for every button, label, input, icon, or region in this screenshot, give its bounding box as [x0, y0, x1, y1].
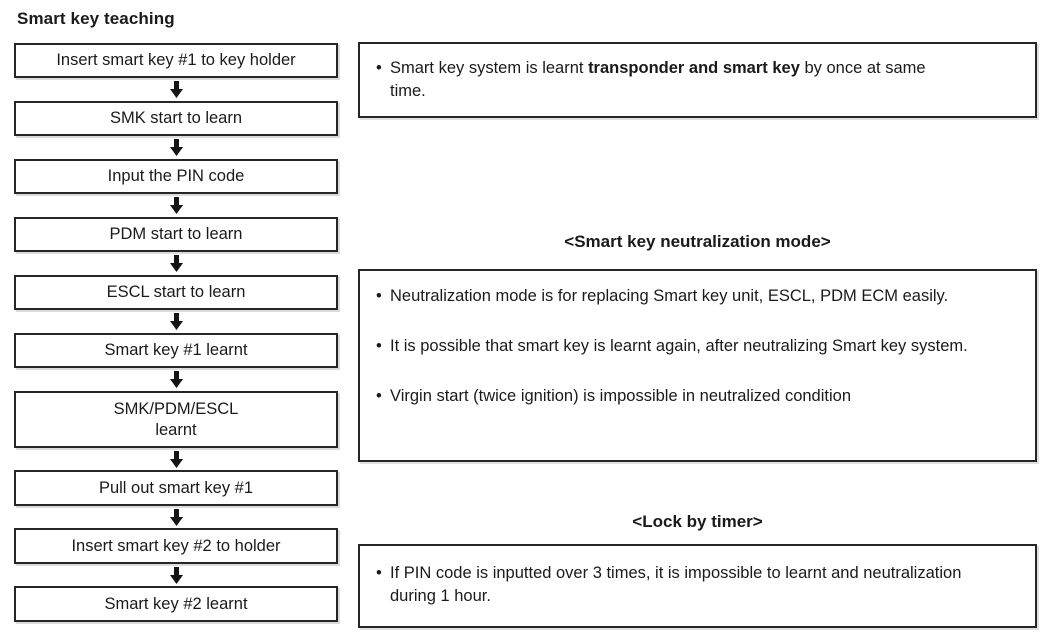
note-bullet: • Virgin start (twice ignition) is impos… — [376, 385, 1019, 408]
bullet-icon: • — [376, 387, 382, 405]
bullet-icon: • — [376, 337, 382, 355]
down-arrow-icon — [169, 566, 183, 584]
note-text: Smart key system is learnt transponder a… — [390, 59, 926, 100]
flow-step-label: Smart key #1 learnt — [104, 341, 248, 360]
flow-connector — [14, 310, 338, 333]
note-bullet: • Smart key system is learnt transponder… — [376, 57, 1019, 103]
note-text: Virgin start (twice ignition) is impossi… — [390, 387, 851, 405]
flow-step-label: ESCL start to learn — [106, 283, 246, 302]
flow-step-label: Insert smart key #2 to holder — [71, 536, 281, 555]
flow-step-label: Smart key #2 learnt — [104, 594, 248, 613]
down-arrow-icon — [169, 197, 183, 214]
flow-step: Smart key #1 learnt — [14, 333, 338, 368]
note-text-bold: transponder and smart key — [588, 59, 800, 77]
down-arrow-icon — [169, 508, 183, 526]
flow-step: Input the PIN code — [14, 159, 338, 194]
flow-connector — [14, 194, 338, 217]
note-bullet: • It is possible that smart key is learn… — [376, 335, 1019, 358]
flow-step: Insert smart key #1 to key holder — [14, 43, 338, 78]
note-bullet: • Neutralization mode is for replacing S… — [376, 285, 1019, 308]
flow-step-label: Input the PIN code — [107, 167, 245, 186]
flow-step-label: SMK/PDM/ESCL learnt — [113, 400, 239, 439]
flow-step: PDM start to learn — [14, 217, 338, 252]
page-title: Smart key teaching — [17, 9, 175, 28]
flow-step-label: PDM start to learn — [109, 225, 243, 244]
note-box-neutralization: • Neutralization mode is for replacing S… — [358, 269, 1037, 462]
flow-connector — [14, 564, 338, 586]
flow-connector — [14, 368, 338, 391]
down-arrow-icon — [169, 81, 183, 98]
down-arrow-icon — [169, 313, 183, 330]
section-heading-neutralization: <Smart key neutralization mode> — [564, 232, 831, 251]
bullet-icon: • — [376, 287, 382, 305]
note-box-smart-key-learnt: • Smart key system is learnt transponder… — [358, 42, 1037, 118]
note-box-lock-by-timer: • If PIN code is inputted over 3 times, … — [358, 544, 1037, 628]
flow-step: SMK/PDM/ESCL learnt — [14, 391, 338, 448]
note-text: It is possible that smart key is learnt … — [390, 337, 968, 355]
section-heading-lock-by-timer: <Lock by timer> — [632, 512, 763, 531]
note-text: Neutralization mode is for replacing Sma… — [390, 287, 949, 305]
bullet-icon: • — [376, 59, 382, 77]
flow-step-label: Pull out smart key #1 — [98, 478, 254, 497]
flow-step: SMK start to learn — [14, 101, 338, 136]
flowchart: Insert smart key #1 to key holder SMK st… — [14, 43, 338, 622]
note-bullet: • If PIN code is inputted over 3 times, … — [376, 562, 1019, 608]
flow-connector — [14, 136, 338, 159]
down-arrow-icon — [169, 371, 183, 388]
flow-connector — [14, 506, 338, 528]
flow-step: Insert smart key #2 to holder — [14, 528, 338, 564]
flow-step: Pull out smart key #1 — [14, 470, 338, 506]
flow-step-label: SMK start to learn — [109, 109, 243, 128]
flow-step-label: Insert smart key #1 to key holder — [56, 51, 296, 70]
note-text: If PIN code is inputted over 3 times, it… — [390, 564, 962, 605]
bullet-icon: • — [376, 564, 382, 582]
down-arrow-icon — [169, 255, 183, 272]
flow-step: ESCL start to learn — [14, 275, 338, 310]
down-arrow-icon — [169, 139, 183, 156]
flow-connector — [14, 448, 338, 470]
flow-step: Smart key #2 learnt — [14, 586, 338, 622]
flow-connector — [14, 252, 338, 275]
down-arrow-icon — [169, 450, 183, 468]
flow-connector — [14, 78, 338, 101]
